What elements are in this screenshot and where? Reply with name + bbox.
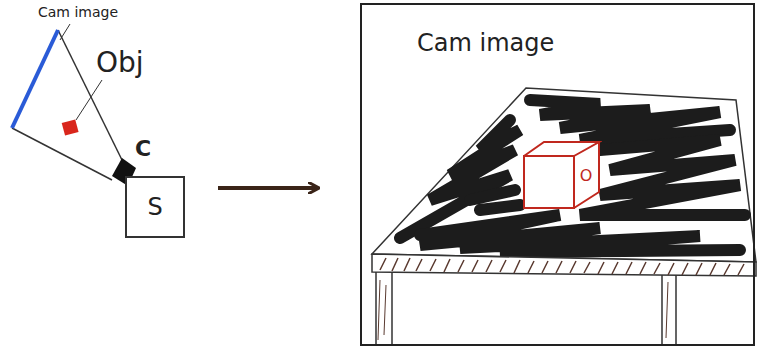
- cube-edges: [524, 142, 599, 208]
- object-marker: [62, 119, 79, 135]
- transform-arrow: [218, 186, 318, 190]
- image-plane: [12, 30, 58, 128]
- object-label: Obj: [96, 46, 144, 79]
- camera-image-frame: Cam imageO: [360, 3, 755, 346]
- leg-shading: [378, 280, 668, 340]
- node-text: O: [575, 160, 597, 190]
- table-leg: [662, 275, 676, 345]
- scribble-fill: [400, 100, 745, 252]
- table-top: [372, 88, 756, 262]
- leader-line: [76, 80, 102, 120]
- cube-fill: [524, 142, 599, 208]
- edge-hatching: [380, 258, 744, 275]
- node-text: S: [127, 178, 183, 236]
- object-cube: O: [522, 140, 602, 210]
- image-plane-label: Cam image: [38, 4, 118, 20]
- node-text: Cam image: [417, 29, 554, 57]
- table-edge: [372, 254, 756, 276]
- leader-line: [60, 24, 70, 40]
- view-cone-edge: [12, 128, 112, 180]
- camera-label: C: [135, 136, 151, 161]
- system-box: S: [125, 176, 185, 238]
